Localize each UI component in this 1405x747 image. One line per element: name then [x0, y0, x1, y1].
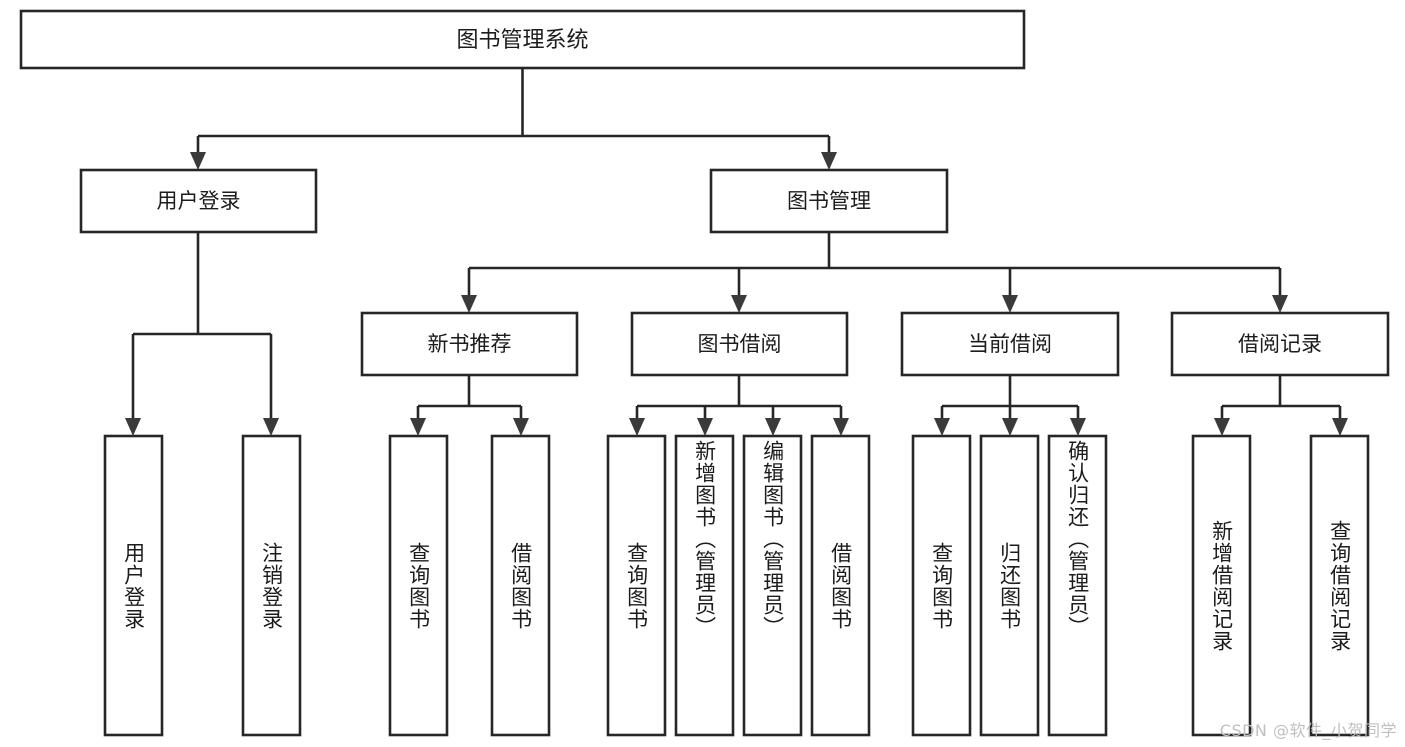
- node-label-root: 图书管理系统: [456, 28, 588, 53]
- leaf-box-new-book-2[interactable]: [490, 434, 551, 737]
- node-box-borrow-record[interactable]: [1170, 311, 1390, 377]
- node-root-system[interactable]: 图书管理系统: [19, 9, 1026, 70]
- arrow-head-current-borrow-leaf-1: [934, 418, 950, 436]
- leaf-box-user-login-1[interactable]: [103, 434, 164, 737]
- leaf-box-user-login-2[interactable]: [241, 434, 302, 737]
- leaf-box-new-book-1[interactable]: [388, 434, 449, 737]
- arrow-head-borrow-record-leaf-2: [1332, 418, 1348, 436]
- leaf-box-book-borrow-3[interactable]: [742, 434, 803, 737]
- node-box-book-manage[interactable]: [709, 168, 949, 234]
- arrow-head-book-borrow-leaf-3: [765, 418, 781, 436]
- node-label-borrow-record: 借阅记录: [1238, 332, 1322, 356]
- node-user-login[interactable]: 用户登录: [79, 168, 318, 234]
- node-box-root[interactable]: [19, 9, 1026, 70]
- node-label-book-manage: 图书管理: [787, 189, 871, 213]
- arrow-head-current-borrow-leaf-3: [1070, 418, 1086, 436]
- leaf-box-current-borrow-2[interactable]: [979, 434, 1040, 737]
- node-box-user-login[interactable]: [79, 168, 318, 234]
- leaf-box-book-borrow-2[interactable]: [674, 434, 735, 737]
- arrow-head-book-borrow-leaf-2: [697, 418, 713, 436]
- arrow-head-new-book-leaf-1: [410, 418, 426, 436]
- arrow-head-user-login: [190, 152, 206, 170]
- arrow-head-book-borrow: [731, 295, 747, 313]
- csdn-watermark: CSDN @软件_小贺同学: [1219, 721, 1397, 740]
- node-box-book-borrow[interactable]: [630, 311, 849, 377]
- node-borrow-record[interactable]: 借阅记录: [1170, 311, 1390, 377]
- node-label-book-borrow: 图书借阅: [698, 332, 782, 356]
- connector-group: [125, 68, 1348, 436]
- node-label-current-borrow: 当前借阅: [968, 332, 1052, 356]
- arrow-head-current-borrow: [1002, 295, 1018, 313]
- leaf-box-book-borrow-4[interactable]: [810, 434, 871, 737]
- node-new-book-recommend[interactable]: 新书推荐: [360, 311, 579, 377]
- node-label-new-book-recommend: 新书推荐: [428, 332, 512, 356]
- leaf-box-current-borrow-3[interactable]: [1047, 434, 1108, 737]
- arrow-head-borrow-record-leaf-1: [1214, 418, 1230, 436]
- arrow-head-book-borrow-leaf-1: [629, 418, 645, 436]
- node-label-user-login: 用户登录: [157, 189, 241, 213]
- leaf-box-current-borrow-1[interactable]: [911, 434, 972, 737]
- arrow-head-user-login-leaf-2: [263, 418, 279, 436]
- arrow-head-current-borrow-leaf-2: [1002, 418, 1018, 436]
- node-box-new-book-recommend[interactable]: [360, 311, 579, 377]
- leaf-box-book-borrow-1[interactable]: [606, 434, 667, 737]
- arrow-head-new-book: [461, 295, 477, 313]
- arrow-head-borrow-record: [1272, 295, 1288, 313]
- arrow-head-user-login-leaf-1: [125, 418, 141, 436]
- node-book-manage[interactable]: 图书管理: [709, 168, 949, 234]
- leaf-box-borrow-record-2[interactable]: [1309, 434, 1370, 737]
- arrow-head-book-manage: [821, 152, 837, 170]
- node-book-borrow[interactable]: 图书借阅: [630, 311, 849, 377]
- arrow-head-new-book-leaf-2: [513, 418, 529, 436]
- arrow-head-book-borrow-leaf-4: [833, 418, 849, 436]
- leaf-box-borrow-record-1[interactable]: [1191, 434, 1252, 737]
- node-box-current-borrow[interactable]: [900, 311, 1120, 377]
- node-current-borrow[interactable]: 当前借阅: [900, 311, 1120, 377]
